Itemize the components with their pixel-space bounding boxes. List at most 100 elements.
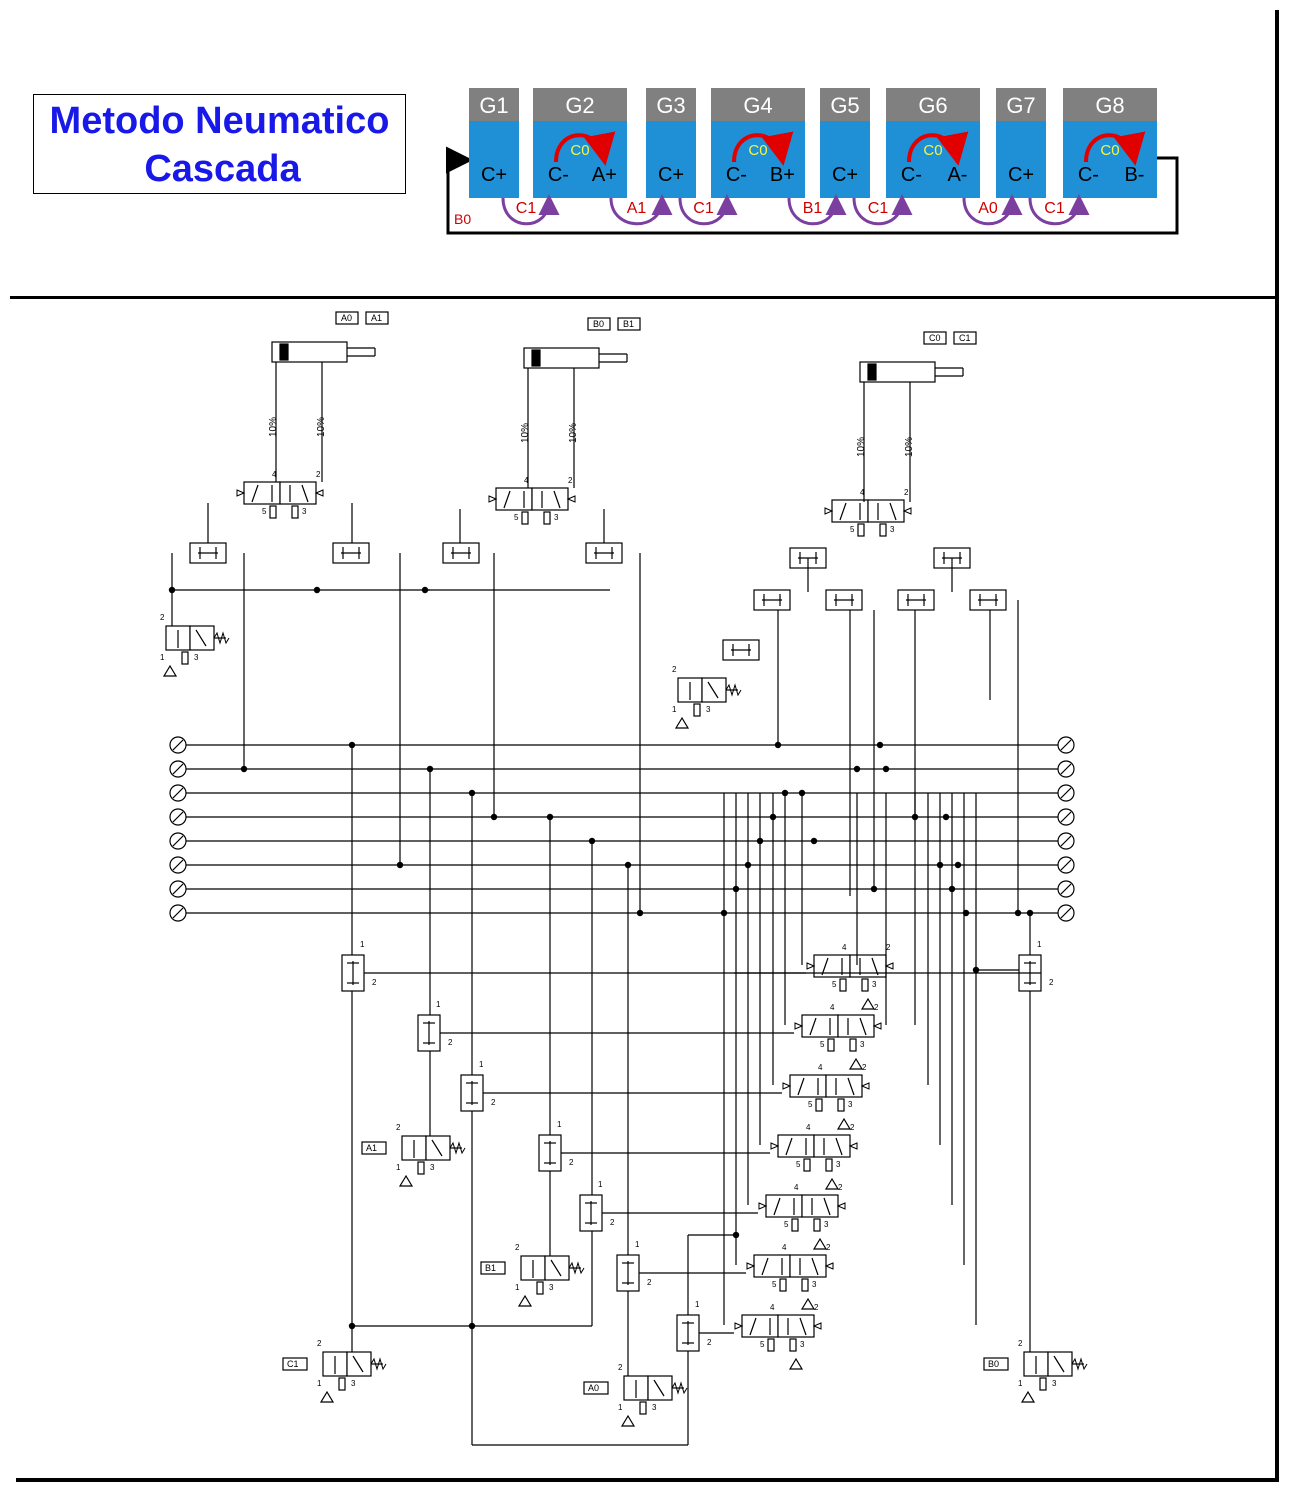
memory-valve-6-exhaust-3 [801, 1278, 809, 1292]
memory-valve-7-right [777, 1314, 815, 1338]
cylinder-C-piston [867, 363, 877, 381]
memory-valve-2-port-4: 4 [830, 1003, 835, 1012]
main-valve-C-port-3: 3 [890, 525, 895, 534]
flow-label-C-1: 10% [856, 437, 867, 457]
limit-valve-A0-actuator-label: A0 [588, 1383, 599, 1393]
memory-valve-6-arrow-a [761, 1257, 769, 1276]
group-move-5: C+ [832, 164, 858, 186]
return-loop-label: B0 [454, 211, 471, 227]
memory-valve-2-arrow-a [809, 1017, 817, 1036]
line-node-29 [1014, 909, 1022, 917]
frame-bottom-border [16, 1478, 1279, 1482]
memory-valve-3-exhaust-5 [815, 1098, 823, 1112]
line-terminal-left-slash-8 [172, 907, 184, 919]
transition-arrow-7 [1028, 194, 1090, 226]
memory-valve-6-port-3: 3 [812, 1280, 817, 1289]
main-valve-B-port-2: 2 [568, 476, 573, 485]
start-valve-main-right [189, 625, 215, 651]
main-valve-A-pilot-right [314, 489, 324, 497]
limit-valve-C1-port-2: 2 [317, 1339, 322, 1348]
line-node-0 [348, 741, 356, 749]
limit-valve-B0-spring [1071, 1357, 1088, 1371]
memory-valve-1-port-2: 2 [886, 943, 891, 952]
bus-top-node-1 [313, 586, 321, 594]
group-body-5 [820, 121, 870, 198]
limit-valve-A0-actuator-tag [583, 1381, 609, 1395]
line-terminal-right-slash-7 [1060, 883, 1072, 895]
limit-valve-B1-actuator-label: B1 [485, 1263, 496, 1273]
group-loop-label-2: C0 [570, 142, 589, 159]
seq-and-gate-3-port-1: 1 [479, 1060, 484, 1069]
limit-valve-B1-flow-b [550, 1259, 562, 1277]
memory-valve-6-arrow-d [811, 1257, 819, 1276]
limit-valve-B0-port-1: 1 [1018, 1379, 1023, 1388]
group-loop-label-6: C0 [923, 142, 942, 159]
main-valve-A-port-5: 5 [262, 507, 267, 516]
memory-valve-5-port-5: 5 [784, 1220, 789, 1229]
memory-valve-4-port-5: 5 [796, 1160, 801, 1169]
main-valve-A-port-4: 4 [272, 470, 277, 479]
main-valve-A-arrow-d [301, 484, 309, 503]
limit-valve-A1-right [425, 1135, 451, 1161]
line-terminal-left-slash-3 [172, 787, 184, 799]
main-valve-B-port-5: 5 [514, 513, 519, 522]
group-name-7: G7 [1006, 93, 1035, 118]
line-terminal-left-slash-1 [172, 739, 184, 751]
main-valve-A-exhaust-5 [269, 505, 277, 519]
cylinder-A-piston [279, 343, 289, 361]
cylinder-C-body [859, 361, 936, 383]
main-valve-C-right [867, 499, 905, 523]
limit-valve-B0-actuator-tag [983, 1357, 1009, 1371]
memory-valve-6-right [789, 1254, 827, 1278]
group-move-6-b: A- [947, 164, 967, 186]
cylinder-B-body [523, 347, 600, 369]
memory-valve-5-port-4: 4 [794, 1183, 799, 1192]
group-loop-label-4: C0 [748, 142, 767, 159]
start-valve-C-port-2: 2 [672, 665, 677, 674]
memory-valve-1-pilot-right [884, 962, 894, 970]
seq-and-gate-6-port-1: 1 [635, 1240, 640, 1249]
main-valve-B-exhaust-3 [543, 511, 551, 525]
memory-valve-3-port-3: 3 [848, 1100, 853, 1109]
title-line-2: Cascada [144, 148, 301, 190]
main-valve-C-arrow-a [839, 502, 847, 521]
sensor-tag-A0 [335, 311, 359, 325]
memory-valve-2-arrow-d [859, 1017, 867, 1036]
memory-valve-4-exhaust-3 [825, 1158, 833, 1172]
memory-valve-5-pilot-left [758, 1202, 768, 1210]
memory-valve-6-pilot-right [824, 1262, 834, 1270]
memory-valve-2-port-3: 3 [860, 1040, 865, 1049]
main-valve-A-arrow-a [251, 484, 259, 503]
line-node-5 [853, 765, 861, 773]
memory-valve-3-port-2: 2 [862, 1063, 867, 1072]
group-loop-label-8: C0 [1100, 142, 1119, 159]
start-valve-main-port-3: 3 [194, 653, 199, 662]
memory-valve-2-exhaust-5 [827, 1038, 835, 1052]
seq-and-gate-1-port-1: 1 [360, 940, 365, 949]
limit-valve-A0-exhaust [639, 1401, 647, 1415]
limit-valve-B1-port-2: 2 [515, 1243, 520, 1252]
sensor-tag-label-C1: C1 [959, 333, 971, 343]
limit-valve-B0-supply [1020, 1390, 1036, 1403]
limit-valve-B1-port-3: 3 [549, 1283, 554, 1292]
memory-valve-3-pilot-left [782, 1082, 792, 1090]
limit-valve-A0-port-3: 3 [652, 1403, 657, 1412]
memory-valve-1-arrow-a [821, 957, 829, 976]
sensor-tag-C0 [923, 331, 947, 345]
memory-valve-2-pilot-right [872, 1022, 882, 1030]
memory-valve-7-arrow-d [799, 1317, 807, 1336]
limit-valve-A0-right [647, 1375, 673, 1401]
line-terminal-right-slash-2 [1060, 763, 1072, 775]
start-valve-C-supply [674, 716, 690, 729]
memory-valve-7-pilot-right [812, 1322, 822, 1330]
main-valve-A-port-3: 3 [302, 507, 307, 516]
bus-top-node-2 [421, 586, 429, 594]
group-move-4-b: B+ [770, 164, 795, 186]
memory-valve-5-right [801, 1194, 839, 1218]
limit-valve-A1-port-2: 2 [396, 1123, 401, 1132]
start-valve-main-spring [213, 631, 230, 645]
main-valve-B-port-3: 3 [554, 513, 559, 522]
start-valve-main-supply [162, 664, 178, 677]
main-valve-C-port-5: 5 [850, 525, 855, 534]
start-valve-C-port-1: 1 [672, 705, 677, 714]
